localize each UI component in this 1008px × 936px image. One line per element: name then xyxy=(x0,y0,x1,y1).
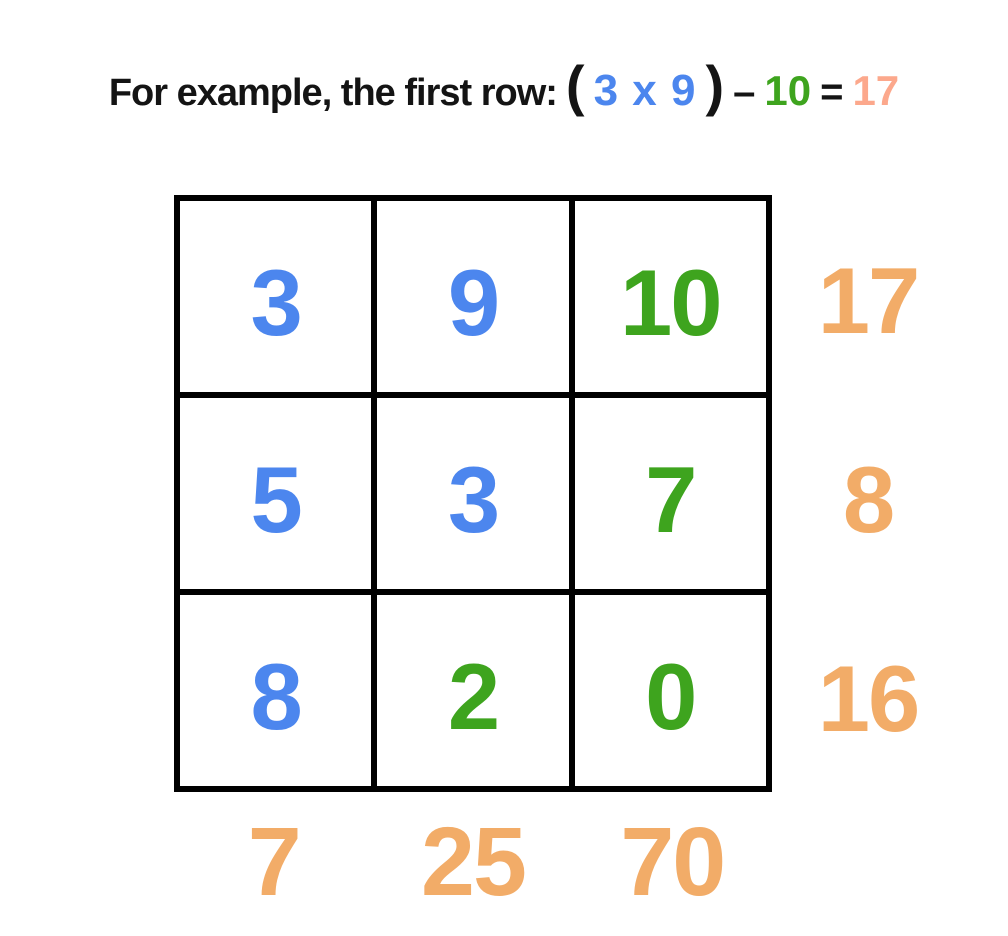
grid-cell-r1c2: 9 xyxy=(374,198,572,395)
caption-result: 17 xyxy=(852,67,900,114)
row-result-1: 17 xyxy=(817,247,921,353)
grid-cell-r2c3: 7 xyxy=(571,395,769,592)
grid-cell-r1c3: 10 xyxy=(571,198,769,395)
number-grid: 3 9 10 5 3 7 8 2 0 xyxy=(174,195,772,792)
grid-cell-r1c1: 3 xyxy=(177,198,375,395)
column-result-3: 70 xyxy=(620,807,726,916)
column-result-1: 7 xyxy=(247,807,302,916)
column-result-2: 25 xyxy=(421,807,527,916)
minus-sign: – xyxy=(733,70,756,114)
example-caption: For example, the first row: ( 3 x 9 ) – … xyxy=(0,58,1008,116)
grid-cell-r3c3: 0 xyxy=(571,592,769,789)
open-paren: ( xyxy=(565,54,585,117)
grid-cell-r2c2: 3 xyxy=(374,395,572,592)
column-results: 7 25 70 xyxy=(174,792,772,932)
caption-expression: 3 x 9 xyxy=(593,66,697,115)
caption-subtrahend: 10 xyxy=(764,67,812,114)
row-result-3: 16 xyxy=(817,645,921,751)
grid-cell-r3c2: 2 xyxy=(374,592,572,789)
equals-sign: = xyxy=(820,70,844,114)
close-paren: ) xyxy=(705,54,725,117)
caption-text: For example, the first row: xyxy=(108,72,558,114)
row-result-2: 8 xyxy=(842,446,895,552)
grid-cell-r3c1: 8 xyxy=(177,592,375,789)
grid-cell-r2c1: 5 xyxy=(177,395,375,592)
row-results: 17 8 16 xyxy=(772,195,964,792)
